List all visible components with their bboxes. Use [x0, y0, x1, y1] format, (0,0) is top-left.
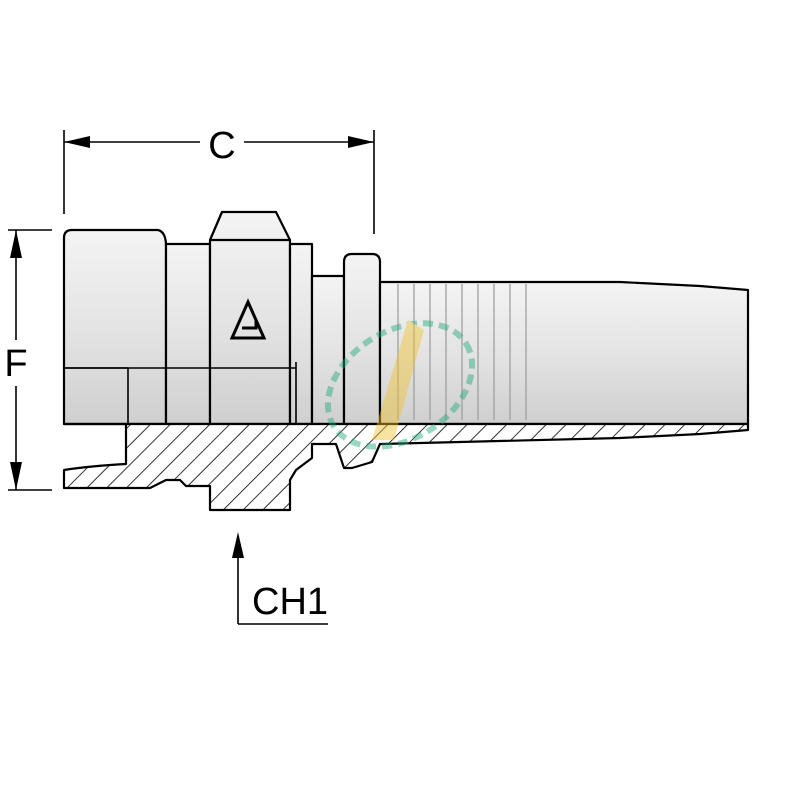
collar: [310, 274, 346, 426]
fitting-exterior-view: [62, 210, 750, 426]
triangle-brand-logo: [229, 298, 267, 340]
circular-logo-watermark: [324, 320, 476, 450]
dimension-ch1: [232, 532, 328, 625]
nut-neck: [164, 242, 212, 426]
dimension-c: [63, 130, 375, 234]
ferrule-ring: [342, 252, 382, 426]
fitting-section-view: [62, 422, 750, 512]
dimension-ch1-label: CH1: [252, 581, 328, 623]
hose-tail: [378, 280, 750, 426]
swivel-nut: [62, 228, 168, 426]
dimension-f: [8, 229, 52, 491]
tail-serrations: [397, 284, 527, 420]
dimension-c-label: C: [208, 125, 235, 167]
hex-shoulder: [288, 242, 314, 426]
dimension-f-label: F: [4, 343, 27, 385]
hex-body: [208, 210, 292, 426]
